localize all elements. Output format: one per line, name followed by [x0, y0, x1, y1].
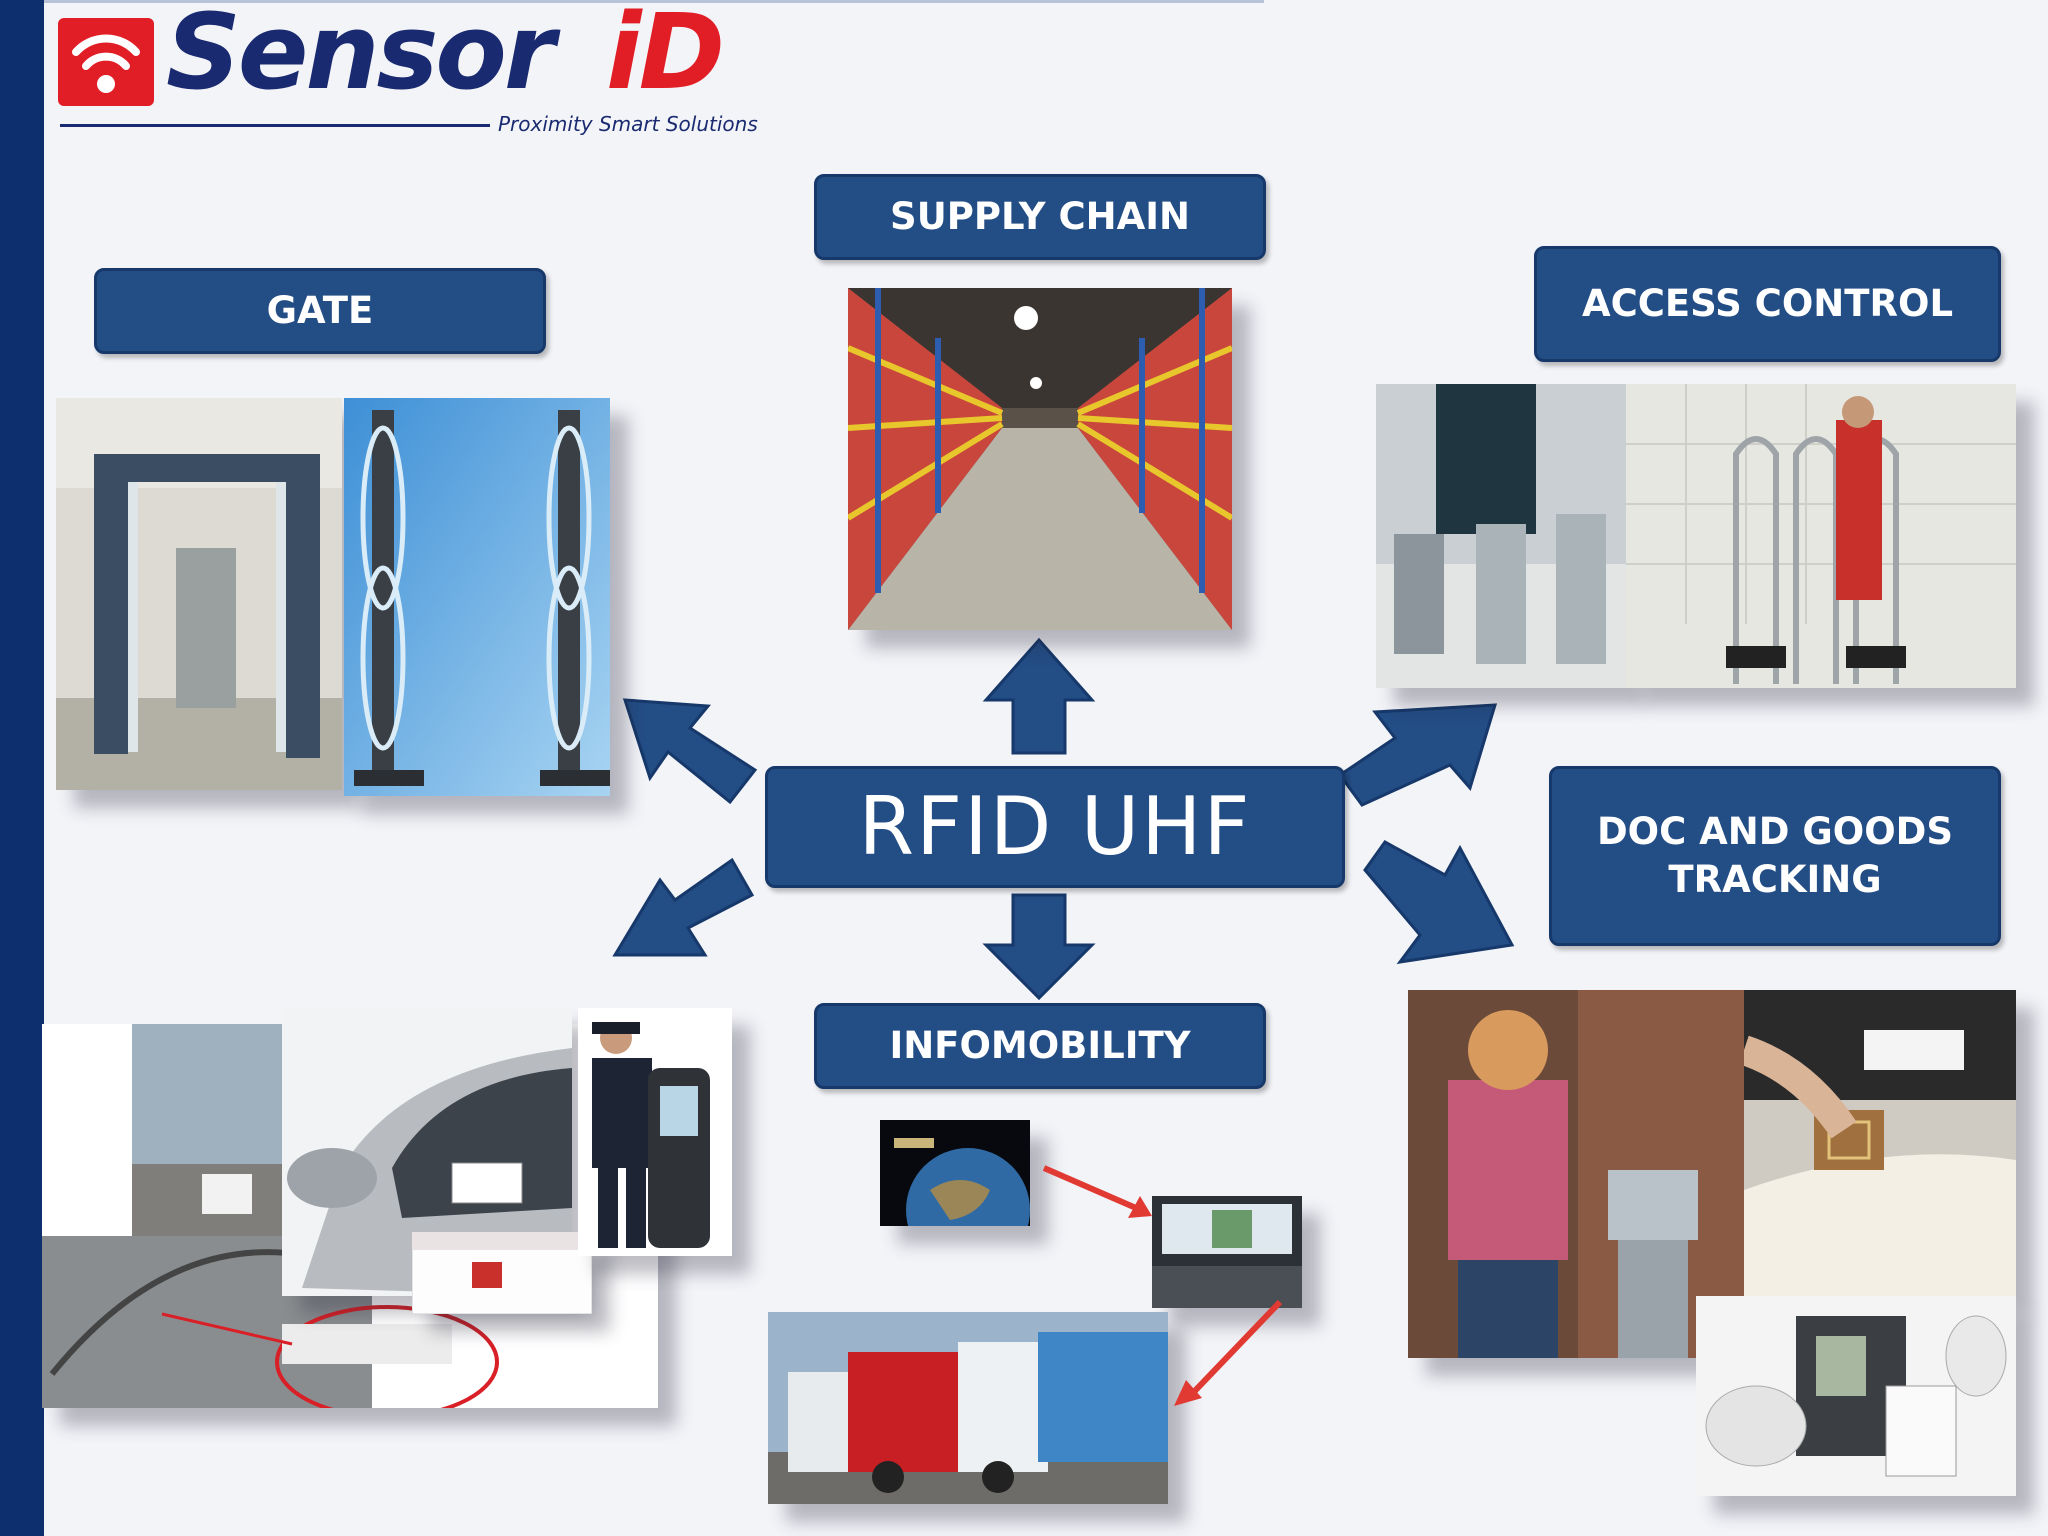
gate-label-text: GATE	[266, 288, 374, 332]
rfid-uhf-text: RFID UHF	[858, 780, 1252, 873]
arrow-downleft-parking	[612, 857, 755, 957]
access-control-label: ACCESS CONTROL	[1534, 246, 2001, 362]
arrow-upleft-gate	[622, 698, 758, 805]
access-control-label-text: ACCESS CONTROL	[1581, 281, 1954, 325]
top-rule	[44, 0, 1264, 3]
doc-tracking-line2: TRACKING	[1668, 858, 1882, 901]
doc-tracking-line1: DOC AND GOODS	[1596, 809, 1954, 853]
left-accent-bar	[0, 0, 44, 1536]
wifi-icon	[58, 18, 154, 106]
gate-antenna-photo	[344, 398, 610, 796]
trucks-photo	[768, 1312, 1168, 1504]
supply-chain-label: SUPPLY CHAIN	[814, 174, 1266, 260]
warehouse-photo	[848, 288, 1232, 630]
security-antenna-photo	[1626, 384, 2016, 688]
arrow-downright-doc	[1363, 840, 1515, 965]
arrow-up-supply-chain	[982, 637, 1096, 755]
gate-office-photo	[56, 398, 342, 790]
supply-chain-label-text: SUPPLY CHAIN	[890, 194, 1190, 238]
doc-goods-tracking-label: DOC AND GOODS TRACKING	[1549, 766, 2001, 946]
infomobility-label-text: INFOMOBILITY	[889, 1023, 1191, 1067]
sensor-id-logo: Sensor iD Proximity Smart Solutions	[58, 0, 758, 144]
rfid-tag-book-photo	[1744, 990, 2016, 1296]
label-printer-photo	[1696, 1296, 2016, 1496]
red-flow-arrow-1	[1042, 1165, 1152, 1218]
infomobility-label: INFOMOBILITY	[814, 1003, 1266, 1089]
kiosk-user-photo	[1408, 990, 1744, 1358]
logo-tagline: Proximity Smart Solutions	[498, 112, 758, 136]
mobility-card	[412, 1232, 592, 1314]
logo-underline	[60, 124, 490, 127]
logo-brand-accent: iD	[606, 0, 725, 113]
turnstile-photo	[1376, 384, 1626, 688]
arrow-down-infomobility	[982, 893, 1096, 1001]
satellite-earth-photo	[880, 1120, 1030, 1226]
red-flow-arrow-2	[1174, 1299, 1283, 1406]
arrow-upright-access	[1337, 703, 1498, 807]
control-room-photo	[1152, 1196, 1302, 1308]
rfid-uhf-center-label: RFID UHF	[765, 766, 1345, 888]
logo-brand-main: Sensor	[166, 0, 555, 113]
gate-label: GATE	[94, 268, 546, 354]
handheld-reader-photo	[578, 1008, 732, 1256]
